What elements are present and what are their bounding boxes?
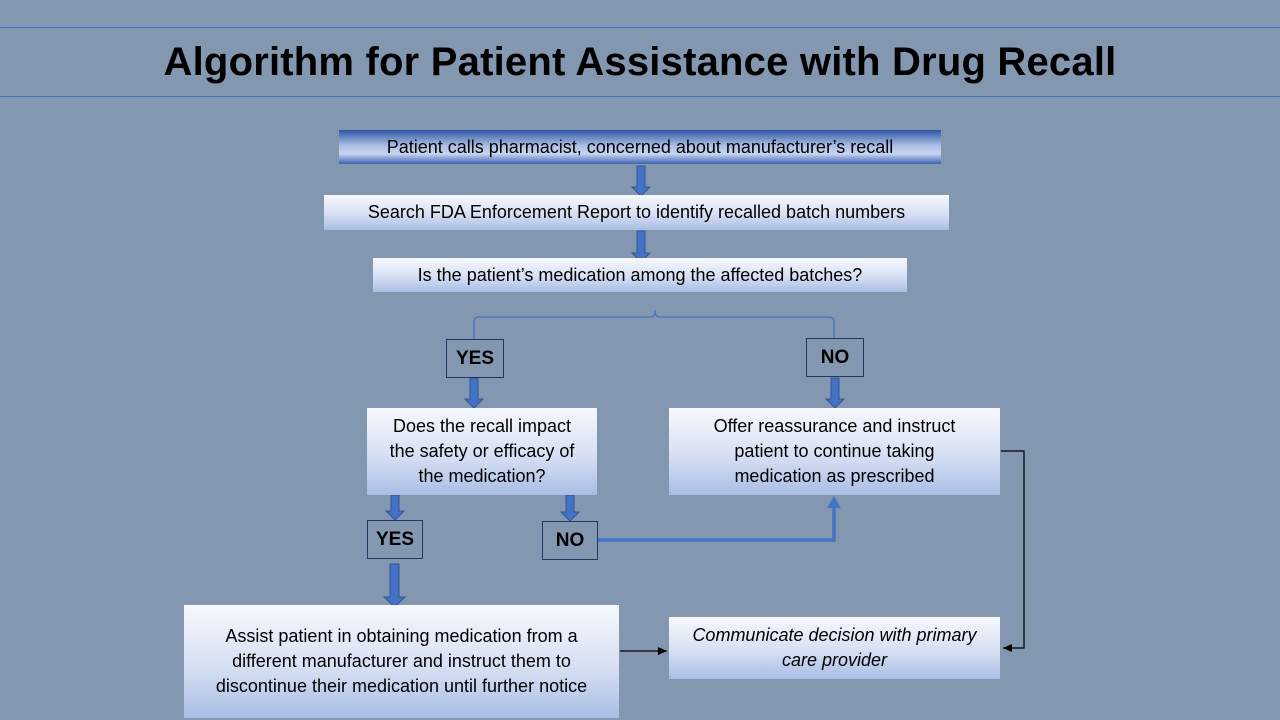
title-band: Algorithm for Patient Assistance with Dr… [0,27,1280,97]
yes-label-2: YES [367,520,423,559]
question1-box: Is the patient’s medication among the af… [373,258,907,292]
step-search-box: Search FDA Enforcement Report to identif… [324,195,949,230]
step-start-box: Patient calls pharmacist, concerned abou… [339,130,941,164]
assist-box: Assist patient in obtaining medication f… [184,605,619,718]
connector-reassure-to-communicate [1001,450,1025,652]
arrow-yes1-to-question2 [463,377,485,409]
no-label-2: NO [542,521,598,560]
arrow-yes2-to-assist [382,563,407,608]
arrow-no1-to-reassure [824,377,846,409]
decision-brace [473,309,835,340]
question2-box: Does the recall impact the safety or eff… [367,408,597,495]
no-label-1: NO [806,338,864,377]
page-title: Algorithm for Patient Assistance with Dr… [163,39,1117,84]
reassure-box: Offer reassurance and instruct patient t… [669,408,1000,495]
elbow-arrowhead [827,496,841,508]
arrow-question2-to-no2 [559,494,581,522]
communicate-box: Communicate decision with primary care p… [669,617,1000,679]
arrow-question2-to-yes2 [384,494,406,521]
yes-label-1: YES [446,339,504,378]
elbow-no2-to-reassure [598,506,836,542]
arrow-start-to-search [630,165,652,197]
